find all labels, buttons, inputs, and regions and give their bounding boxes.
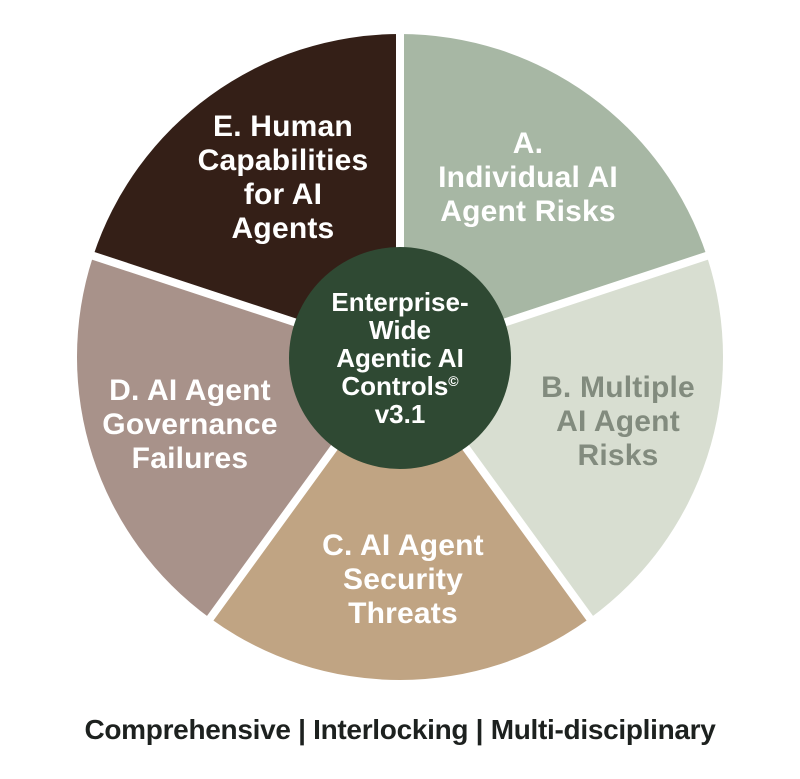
segment-c-wedge — [210, 357, 590, 681]
segment-e-wedge — [92, 34, 401, 357]
center-circle — [289, 247, 511, 469]
segment-a-wedge — [400, 34, 708, 357]
caption: Comprehensive | Interlocking | Multi-dis… — [84, 714, 716, 745]
